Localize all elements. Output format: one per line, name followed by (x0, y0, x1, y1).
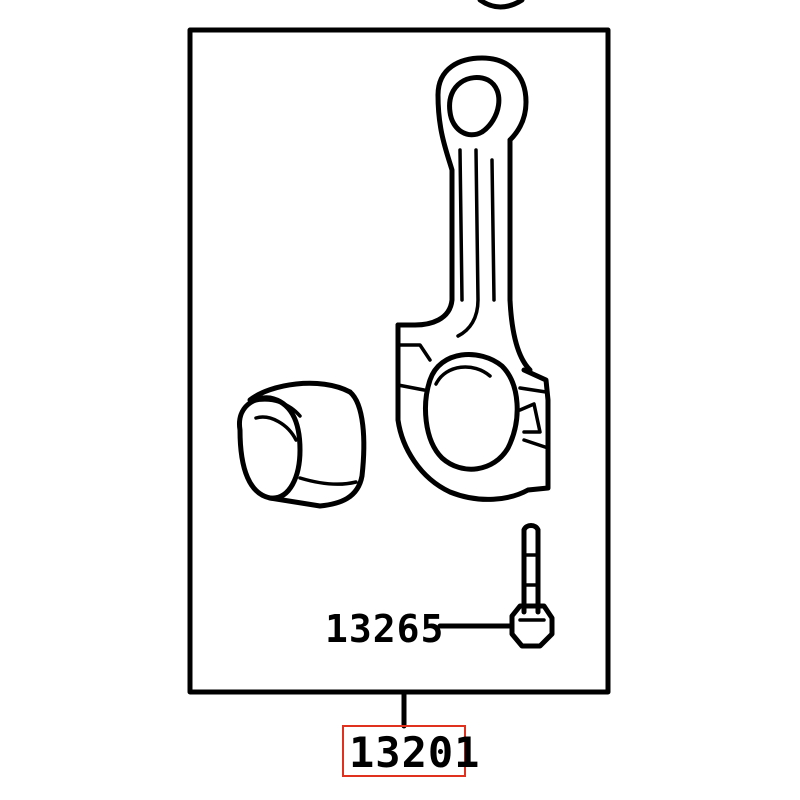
connecting-rod-drawing (395, 55, 551, 502)
assembly-frame (187, 27, 611, 695)
bearing-sleeve-drawing (237, 380, 367, 509)
assembly-part-number[interactable]: 13201 (349, 728, 480, 777)
connecting-rod-bolt-drawing (509, 523, 555, 649)
assembly-number-highlight-box (342, 725, 466, 777)
bolt-part-number: 13265 (325, 607, 444, 651)
adjacent-part-fragment (477, 0, 525, 10)
